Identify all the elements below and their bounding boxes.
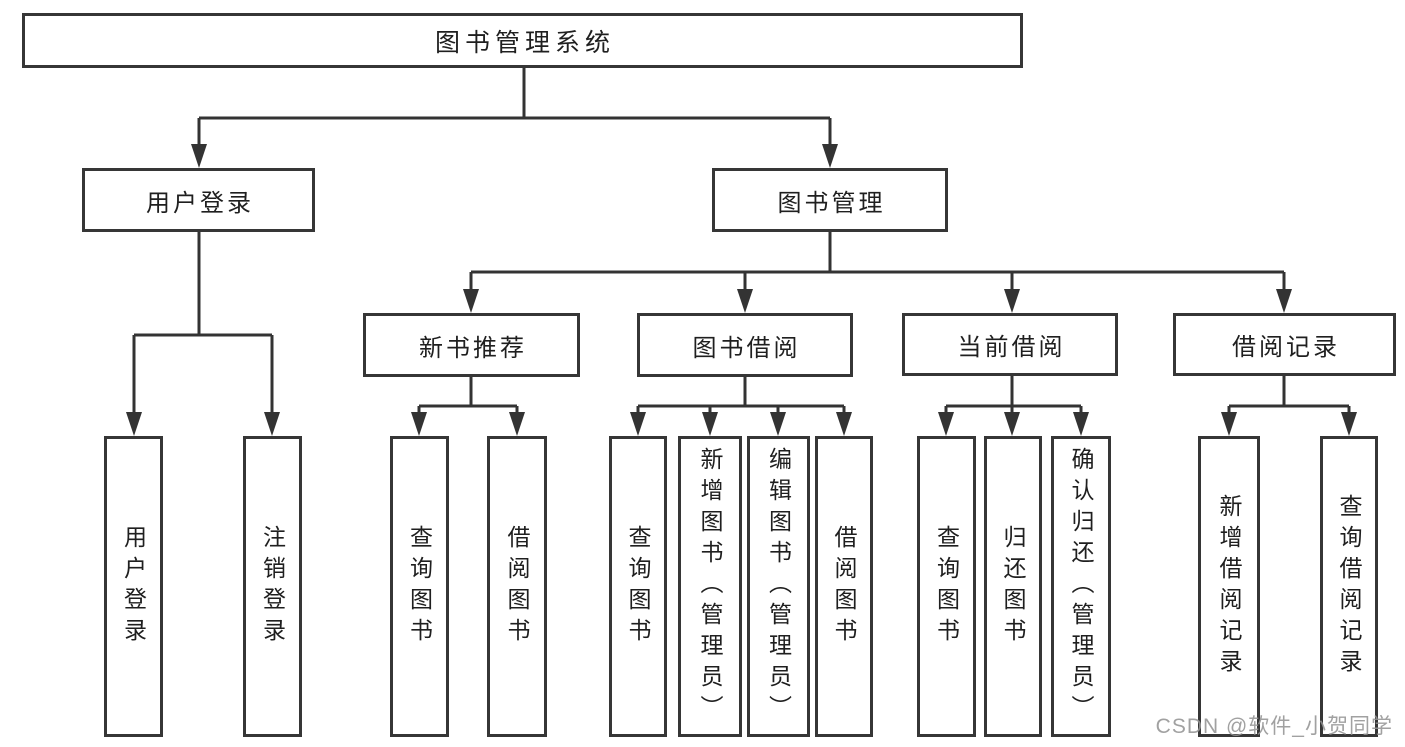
connector-current-borrow-branch (938, 376, 1089, 436)
leaf-query-borrow-record: 查询借阅记录 (1320, 436, 1378, 737)
leaf-user-login: 用户登录 (104, 436, 163, 737)
connector-book-borrow-branch (630, 377, 852, 436)
node-book-management: 图书管理 (712, 168, 948, 232)
leaf-return-books: 归还图书 (984, 436, 1042, 737)
leaf-borrow-books-1: 借阅图书 (487, 436, 547, 737)
node-user-login: 用户登录 (82, 168, 315, 232)
leaf-borrow-books-2: 借阅图书 (815, 436, 873, 737)
connector-root-to-level2 (191, 68, 838, 168)
leaf-add-books-admin: 新增图书（管理员） (678, 436, 742, 737)
leaf-query-books-2: 查询图书 (609, 436, 667, 737)
node-borrow-records: 借阅记录 (1173, 313, 1396, 376)
node-library-system: 图书管理系统 (22, 13, 1023, 68)
leaf-edit-books-admin: 编辑图书（管理员） (747, 436, 810, 737)
leaf-query-books-3: 查询图书 (917, 436, 976, 737)
connector-new-book-branch (411, 377, 525, 436)
leaf-query-books-1: 查询图书 (390, 436, 449, 737)
leaf-add-borrow-record: 新增借阅记录 (1198, 436, 1260, 737)
connector-user-login-branch (126, 232, 280, 436)
connector-borrow-records-branch (1221, 376, 1357, 436)
node-current-borrow: 当前借阅 (902, 313, 1118, 376)
connector-book-management-branch (463, 232, 1292, 313)
node-new-book-recommend: 新书推荐 (363, 313, 580, 377)
csdn-watermark: CSDN @软件_小贺同学 (1155, 715, 1393, 738)
node-book-borrow: 图书借阅 (637, 313, 853, 377)
leaf-logout: 注销登录 (243, 436, 302, 737)
leaf-confirm-return-admin: 确认归还（管理员） (1051, 436, 1111, 737)
